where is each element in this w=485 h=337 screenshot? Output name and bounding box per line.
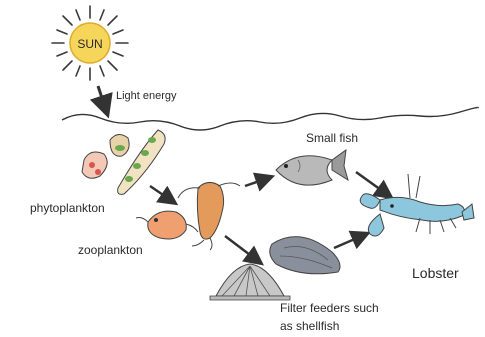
small-fish-label: Small fish: [306, 131, 358, 145]
mussel-icon: [270, 237, 340, 274]
arrow-krill-to-shellfish: [225, 236, 258, 261]
clam-icon: [210, 264, 290, 300]
sun-label: SUN: [77, 37, 102, 51]
sun-icon: SUN: [52, 6, 128, 80]
filter-feeders-label-line1: Filter feeders such: [280, 301, 379, 315]
light-energy-arrow: [98, 86, 106, 110]
water-surface: [62, 108, 478, 131]
lobster-icon: [360, 174, 474, 236]
small-fish-icon: [276, 150, 348, 185]
arrow-shellfish-to-lobster: [334, 235, 364, 248]
zooplankton-icon: [136, 211, 198, 239]
phytoplankton-icon: [82, 130, 165, 194]
arrow-phyto-to-zoo: [150, 186, 172, 201]
light-energy-label: Light energy: [116, 90, 177, 102]
lobster-label: Lobster: [412, 265, 459, 281]
phytoplankton-label: phytoplankton: [30, 201, 105, 215]
arrow-krill-to-fish: [245, 178, 268, 186]
zooplankton-label: zooplankton: [78, 243, 143, 257]
arrow-fish-to-lobster: [356, 172, 388, 195]
filter-feeders-label-line2: as shellfish: [280, 319, 339, 333]
